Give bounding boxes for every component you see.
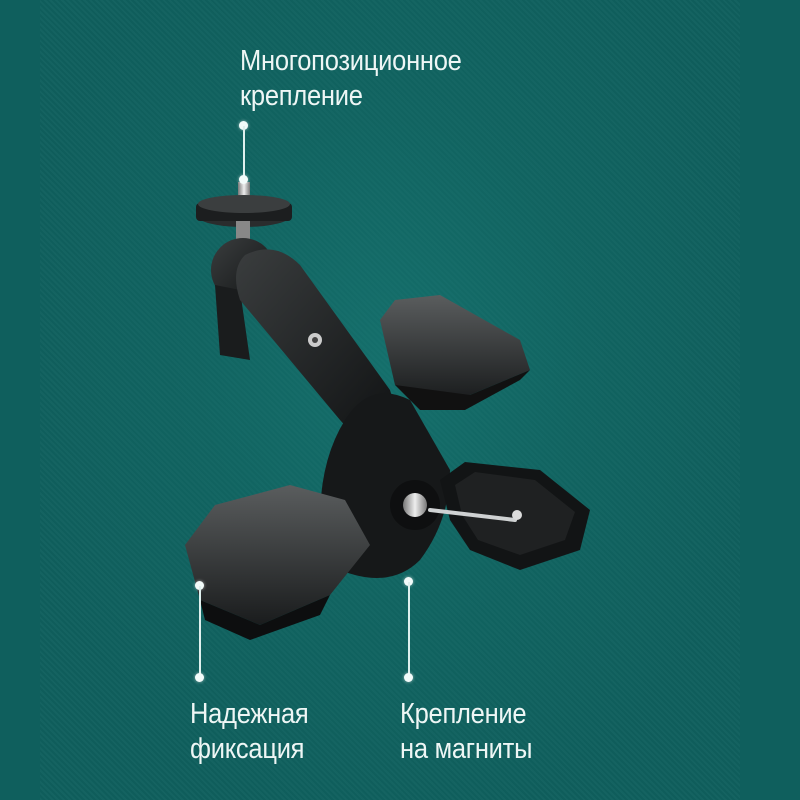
pointer-dot-top-end <box>239 175 248 184</box>
pointer-dot-right-end <box>404 673 413 682</box>
pointer-dot-top <box>239 121 248 130</box>
callout-line2: на магниты <box>400 733 533 765</box>
callout-multi-position-mount: Многопозиционное крепление <box>240 44 462 114</box>
pointer-dot-left-end <box>195 673 204 682</box>
callout-line1: Крепление <box>400 698 527 730</box>
callout-secure-fixation: Надежная фиксация <box>190 697 309 767</box>
callout-line1: Многопозиционное <box>240 45 462 77</box>
callout-line1: Надежная <box>190 698 309 730</box>
callout-line2: крепление <box>240 80 363 112</box>
callout-line2: фиксация <box>190 733 305 765</box>
pointer-dot-left-start <box>195 581 204 590</box>
callout-magnet-mount: Крепление на магниты <box>400 697 532 767</box>
pointer-line-right <box>408 582 410 674</box>
pointer-dot-right-start <box>404 577 413 586</box>
pointer-line-left <box>199 586 201 676</box>
pointer-line-top <box>243 126 245 178</box>
